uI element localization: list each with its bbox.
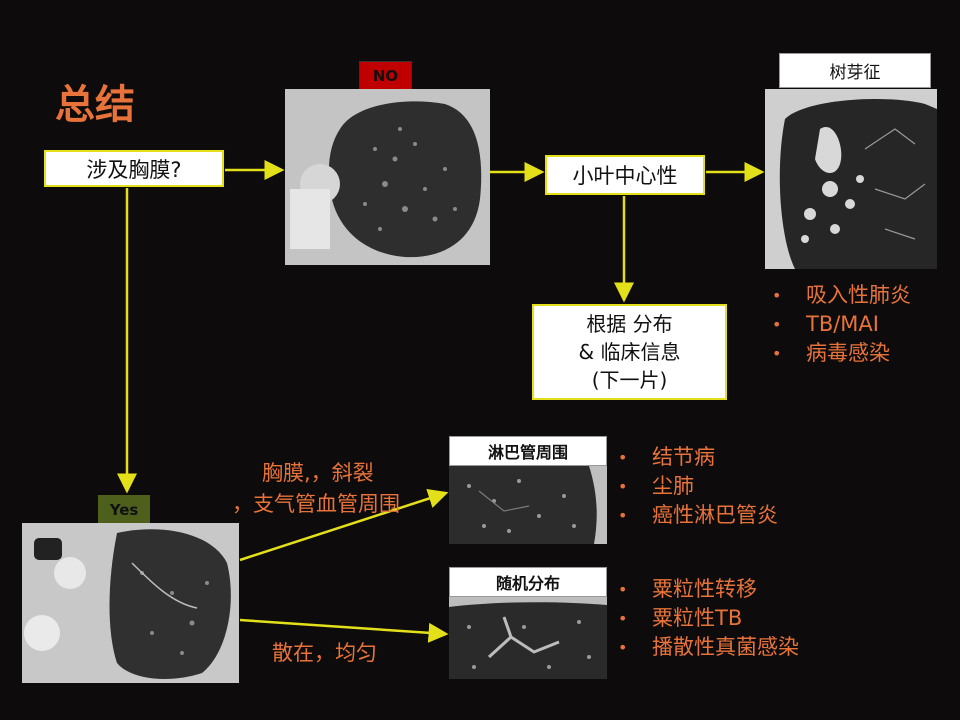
edge-label-perilymphatic-2: ，支气管血管周围 <box>232 492 400 516</box>
centrilobular-box: 小叶中心性 <box>545 155 705 195</box>
list-item: 尘肺 <box>618 472 778 501</box>
arrow-to-perilymphatic <box>239 488 449 562</box>
distribution-line-3: (下一片) <box>591 368 668 392</box>
page-title: 总结 <box>55 82 135 128</box>
list-item: 播散性真菌感染 <box>618 633 799 662</box>
tree-in-bud-list: 吸入性肺炎 TB/MAI 病毒感染 <box>772 281 911 368</box>
edge-label-perilymphatic-1: 胸膜,，斜裂 <box>262 461 374 485</box>
random-list: 粟粒性转移 粟粒性TB 播散性真菌感染 <box>618 575 799 662</box>
list-item: 病毒感染 <box>772 339 911 368</box>
ct-image-tree-in-bud <box>765 89 937 269</box>
edge-label-random: 散在，均匀 <box>272 641 377 665</box>
ct-image-perilymphatic <box>449 466 607 544</box>
random-label: 随机分布 <box>449 567 607 597</box>
arrow-to-random <box>239 618 449 643</box>
ct-image-no-pleura <box>285 89 490 265</box>
tree-in-bud-label: 树芽征 <box>779 53 931 88</box>
list-item: 吸入性肺炎 <box>772 281 911 310</box>
perilymphatic-label: 淋巴管周围 <box>449 436 607 466</box>
list-item: 结节病 <box>618 443 778 472</box>
list-item: 粟粒性TB <box>618 604 799 633</box>
list-item: 粟粒性转移 <box>618 575 799 604</box>
no-badge: NO <box>359 61 412 91</box>
ct-image-pleura <box>22 523 239 683</box>
pleura-question-box: 涉及胸膜? <box>44 150 224 187</box>
yes-badge: Yes <box>98 495 150 525</box>
distribution-line-2: & 临床信息 <box>578 340 681 364</box>
list-item: TB/MAI <box>772 310 911 339</box>
list-item: 癌性淋巴管炎 <box>618 501 778 530</box>
distribution-box: 根据 分布 & 临床信息 (下一片) <box>532 304 727 400</box>
ct-image-random <box>449 597 607 679</box>
perilymphatic-list: 结节病 尘肺 癌性淋巴管炎 <box>618 443 778 530</box>
distribution-line-1: 根据 分布 <box>586 312 673 336</box>
